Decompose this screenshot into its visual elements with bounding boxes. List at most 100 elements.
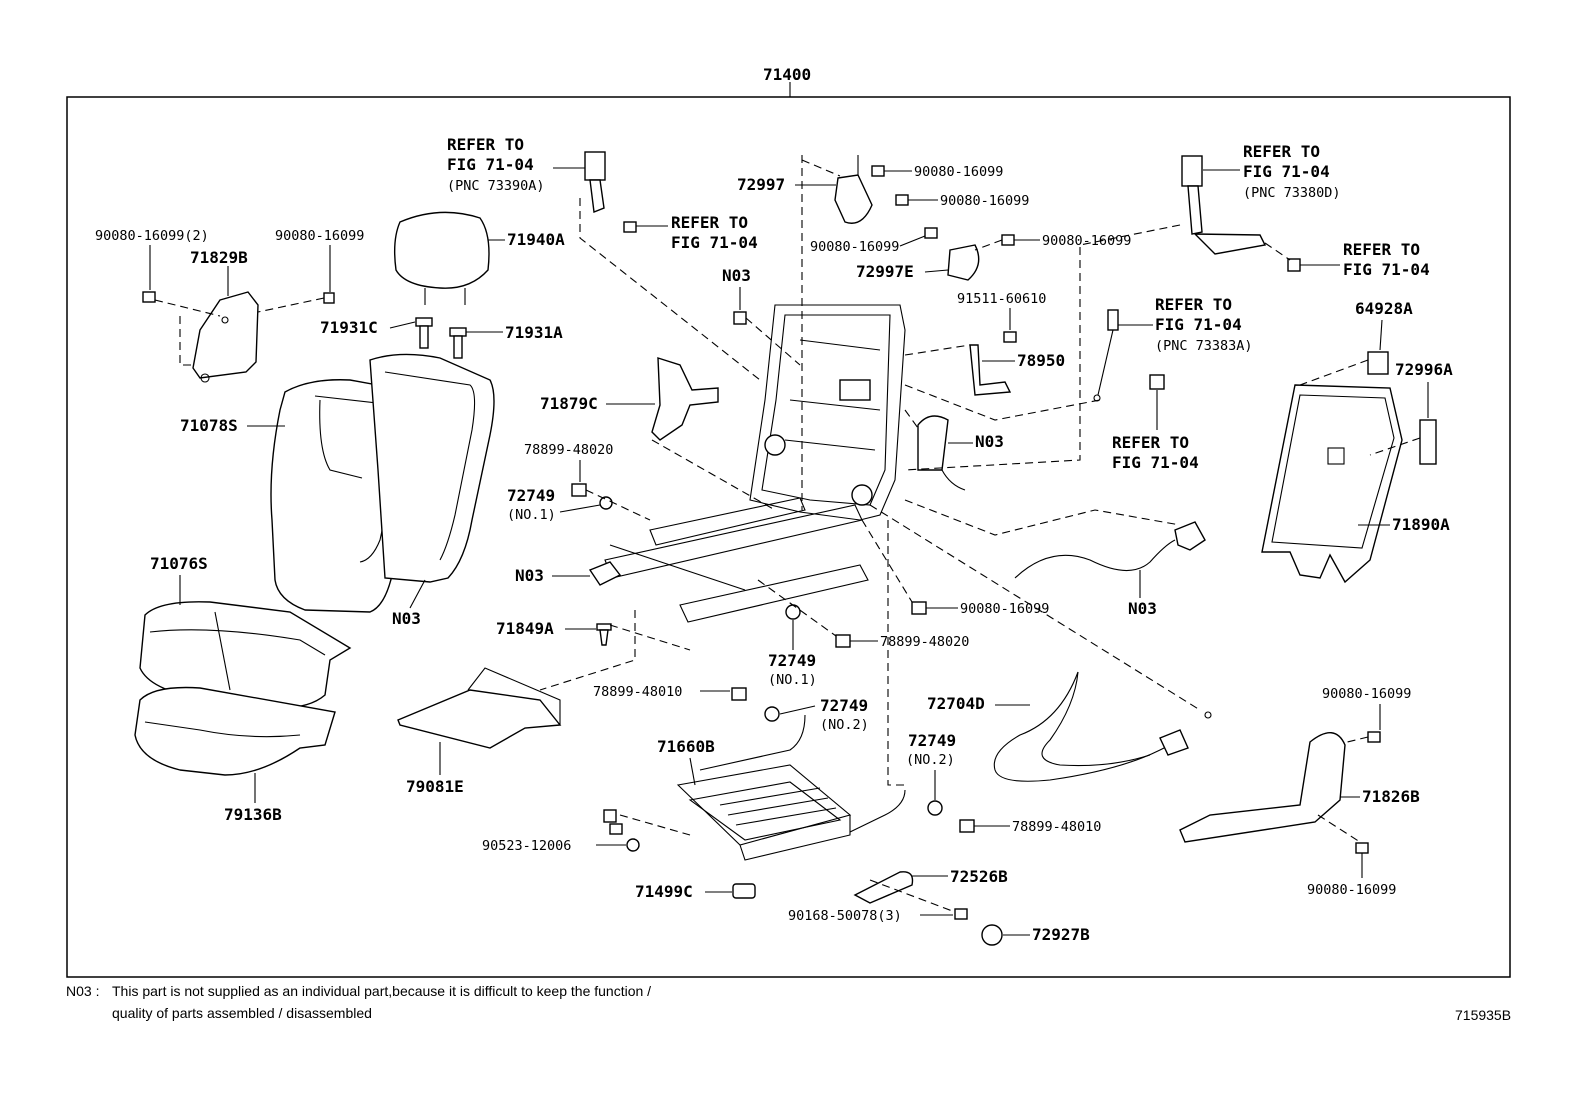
mat-79081E — [397, 667, 562, 749]
label-n03-rail: N03 — [515, 566, 544, 585]
label-n03-cable: N03 — [1128, 599, 1157, 618]
label-72749-upper: 72749 — [507, 486, 555, 505]
bracket-71879C — [651, 357, 719, 441]
refer-f-line2: FIG 71-04 — [1112, 453, 1199, 472]
headrest-71940A — [393, 211, 490, 305]
seat-rail — [588, 497, 869, 623]
label-90080-16099-e: 90080-16099 — [1042, 233, 1131, 249]
nut-icon — [785, 604, 801, 620]
label-72997: 72997 — [737, 175, 785, 194]
bolt-icon — [1003, 331, 1017, 343]
footnote-line1: This part is not supplied as an individu… — [112, 983, 651, 999]
label-90080-16099-c: 90080-16099 — [940, 193, 1029, 209]
refer-e-line3: (PNC 73383A) — [1155, 338, 1253, 354]
bolt-icon — [571, 483, 587, 497]
label-71826B: 71826B — [1362, 787, 1420, 806]
refer-a-line2: FIG 71-04 — [447, 155, 534, 174]
label-79136B: 79136B — [224, 805, 282, 824]
label-71849A: 71849A — [496, 619, 554, 638]
label-71931C: 71931C — [320, 318, 378, 337]
label-78899-48010-left: 78899-48010 — [593, 684, 682, 700]
clip-icon — [603, 809, 640, 852]
refer-b-line2: FIG 71-04 — [671, 233, 758, 252]
label-72749-no2-lower: 72749 — [908, 731, 956, 750]
label-79081E: 79081E — [406, 777, 464, 796]
nut-icon — [1287, 258, 1301, 272]
refer-a-line1: REFER TO — [447, 135, 524, 154]
label-71078S: 71078S — [180, 416, 238, 435]
footnote-line2: quality of parts assembled / disassemble… — [112, 1005, 372, 1021]
clip-71849A — [596, 623, 612, 646]
label-n03-side: N03 — [975, 432, 1004, 451]
label-n03-top: N03 — [722, 266, 751, 285]
assembly-frame — [66, 96, 1511, 978]
refer-c-line3: (PNC 73380D) — [1243, 185, 1341, 201]
cushion-pad-79136B — [134, 686, 336, 776]
cover-72997E — [947, 244, 980, 281]
label-no2-left: (NO.2) — [820, 717, 869, 733]
side-airbag — [917, 415, 966, 491]
label-71076S: 71076S — [150, 554, 208, 573]
label-91511-60610: 91511-60610 — [957, 291, 1046, 307]
refer-c-line2: FIG 71-04 — [1243, 162, 1330, 181]
bolt-icon — [954, 908, 968, 920]
headrest-guide-71931C — [415, 317, 433, 349]
seatback-board-71890A — [1261, 384, 1403, 584]
footnote-code: N03 : — [66, 983, 99, 999]
label-71829B: 71829B — [190, 248, 248, 267]
label-72749-center: 72749 — [768, 651, 816, 670]
label-90080-16099-g: 90080-16099 — [1322, 686, 1411, 702]
nut-icon — [764, 706, 780, 722]
refer-d-line1: REFER TO — [1343, 240, 1420, 259]
label-71890A: 71890A — [1392, 515, 1450, 534]
nut-icon — [599, 496, 613, 510]
refer-c-line1: REFER TO — [1243, 142, 1320, 161]
label-78950: 78950 — [1017, 351, 1065, 370]
nut-icon — [733, 311, 747, 325]
seatbelt-anchor — [1093, 309, 1119, 402]
seatback-frame — [749, 304, 906, 521]
label-90080-16099-h: 90080-16099 — [1307, 882, 1396, 898]
release-cable — [1014, 521, 1206, 579]
label-72927B: 72927B — [1032, 925, 1090, 944]
label-71660B: 71660B — [657, 737, 715, 756]
bracket-71829B — [192, 291, 259, 383]
label-78899-48020-upper: 78899-48020 — [524, 442, 613, 458]
label-71931A: 71931A — [505, 323, 563, 342]
label-72997E: 72997E — [856, 262, 914, 281]
refer-d-line2: FIG 71-04 — [1343, 260, 1430, 279]
label-90080-16099-b: 90080-16099 — [914, 164, 1003, 180]
cable-72704D — [993, 671, 1212, 782]
label-72996A: 72996A — [1395, 360, 1453, 379]
cushion-cover-71076S — [139, 601, 352, 709]
label-90080-16099-2: 90080-16099(2) — [95, 228, 209, 244]
clip-64928A — [1367, 351, 1389, 375]
lever-72526B — [853, 871, 914, 904]
seatback-pad — [369, 353, 495, 583]
label-n03-back: N03 — [392, 609, 421, 628]
label-90523-12006: 90523-12006 — [482, 838, 571, 854]
label-90168-50078-3: 90168-50078(3) — [788, 908, 902, 924]
refer-e-line1: REFER TO — [1155, 295, 1232, 314]
bolt-icon — [1149, 374, 1165, 390]
label-78899-48010-right: 78899-48010 — [1012, 819, 1101, 835]
cap-72927B — [981, 924, 1003, 946]
label-90080-16099-left: 90080-16099 — [275, 228, 364, 244]
label-72749-no2-left: 72749 — [820, 696, 868, 715]
bolt-icon — [959, 819, 975, 833]
figure-number: 715935B — [1455, 1007, 1511, 1023]
refer-b-line1: REFER TO — [671, 213, 748, 232]
label-71940A: 71940A — [507, 230, 565, 249]
side-cover-71826B — [1179, 732, 1346, 843]
label-72526B: 72526B — [950, 867, 1008, 886]
refer-a-line3: (PNC 73390A) — [447, 178, 545, 194]
label-64928A: 64928A — [1355, 299, 1413, 318]
refer-e-line2: FIG 71-04 — [1155, 315, 1242, 334]
bolt-icon — [623, 221, 637, 233]
label-90080-16099-d: 90080-16099 — [810, 239, 899, 255]
refer-f-line1: REFER TO — [1112, 433, 1189, 452]
seatbelt-buckle-icon — [584, 151, 606, 213]
headrest-guide-71931A — [449, 327, 467, 359]
label-90080-16099-center: 90080-16099 — [960, 601, 1049, 617]
